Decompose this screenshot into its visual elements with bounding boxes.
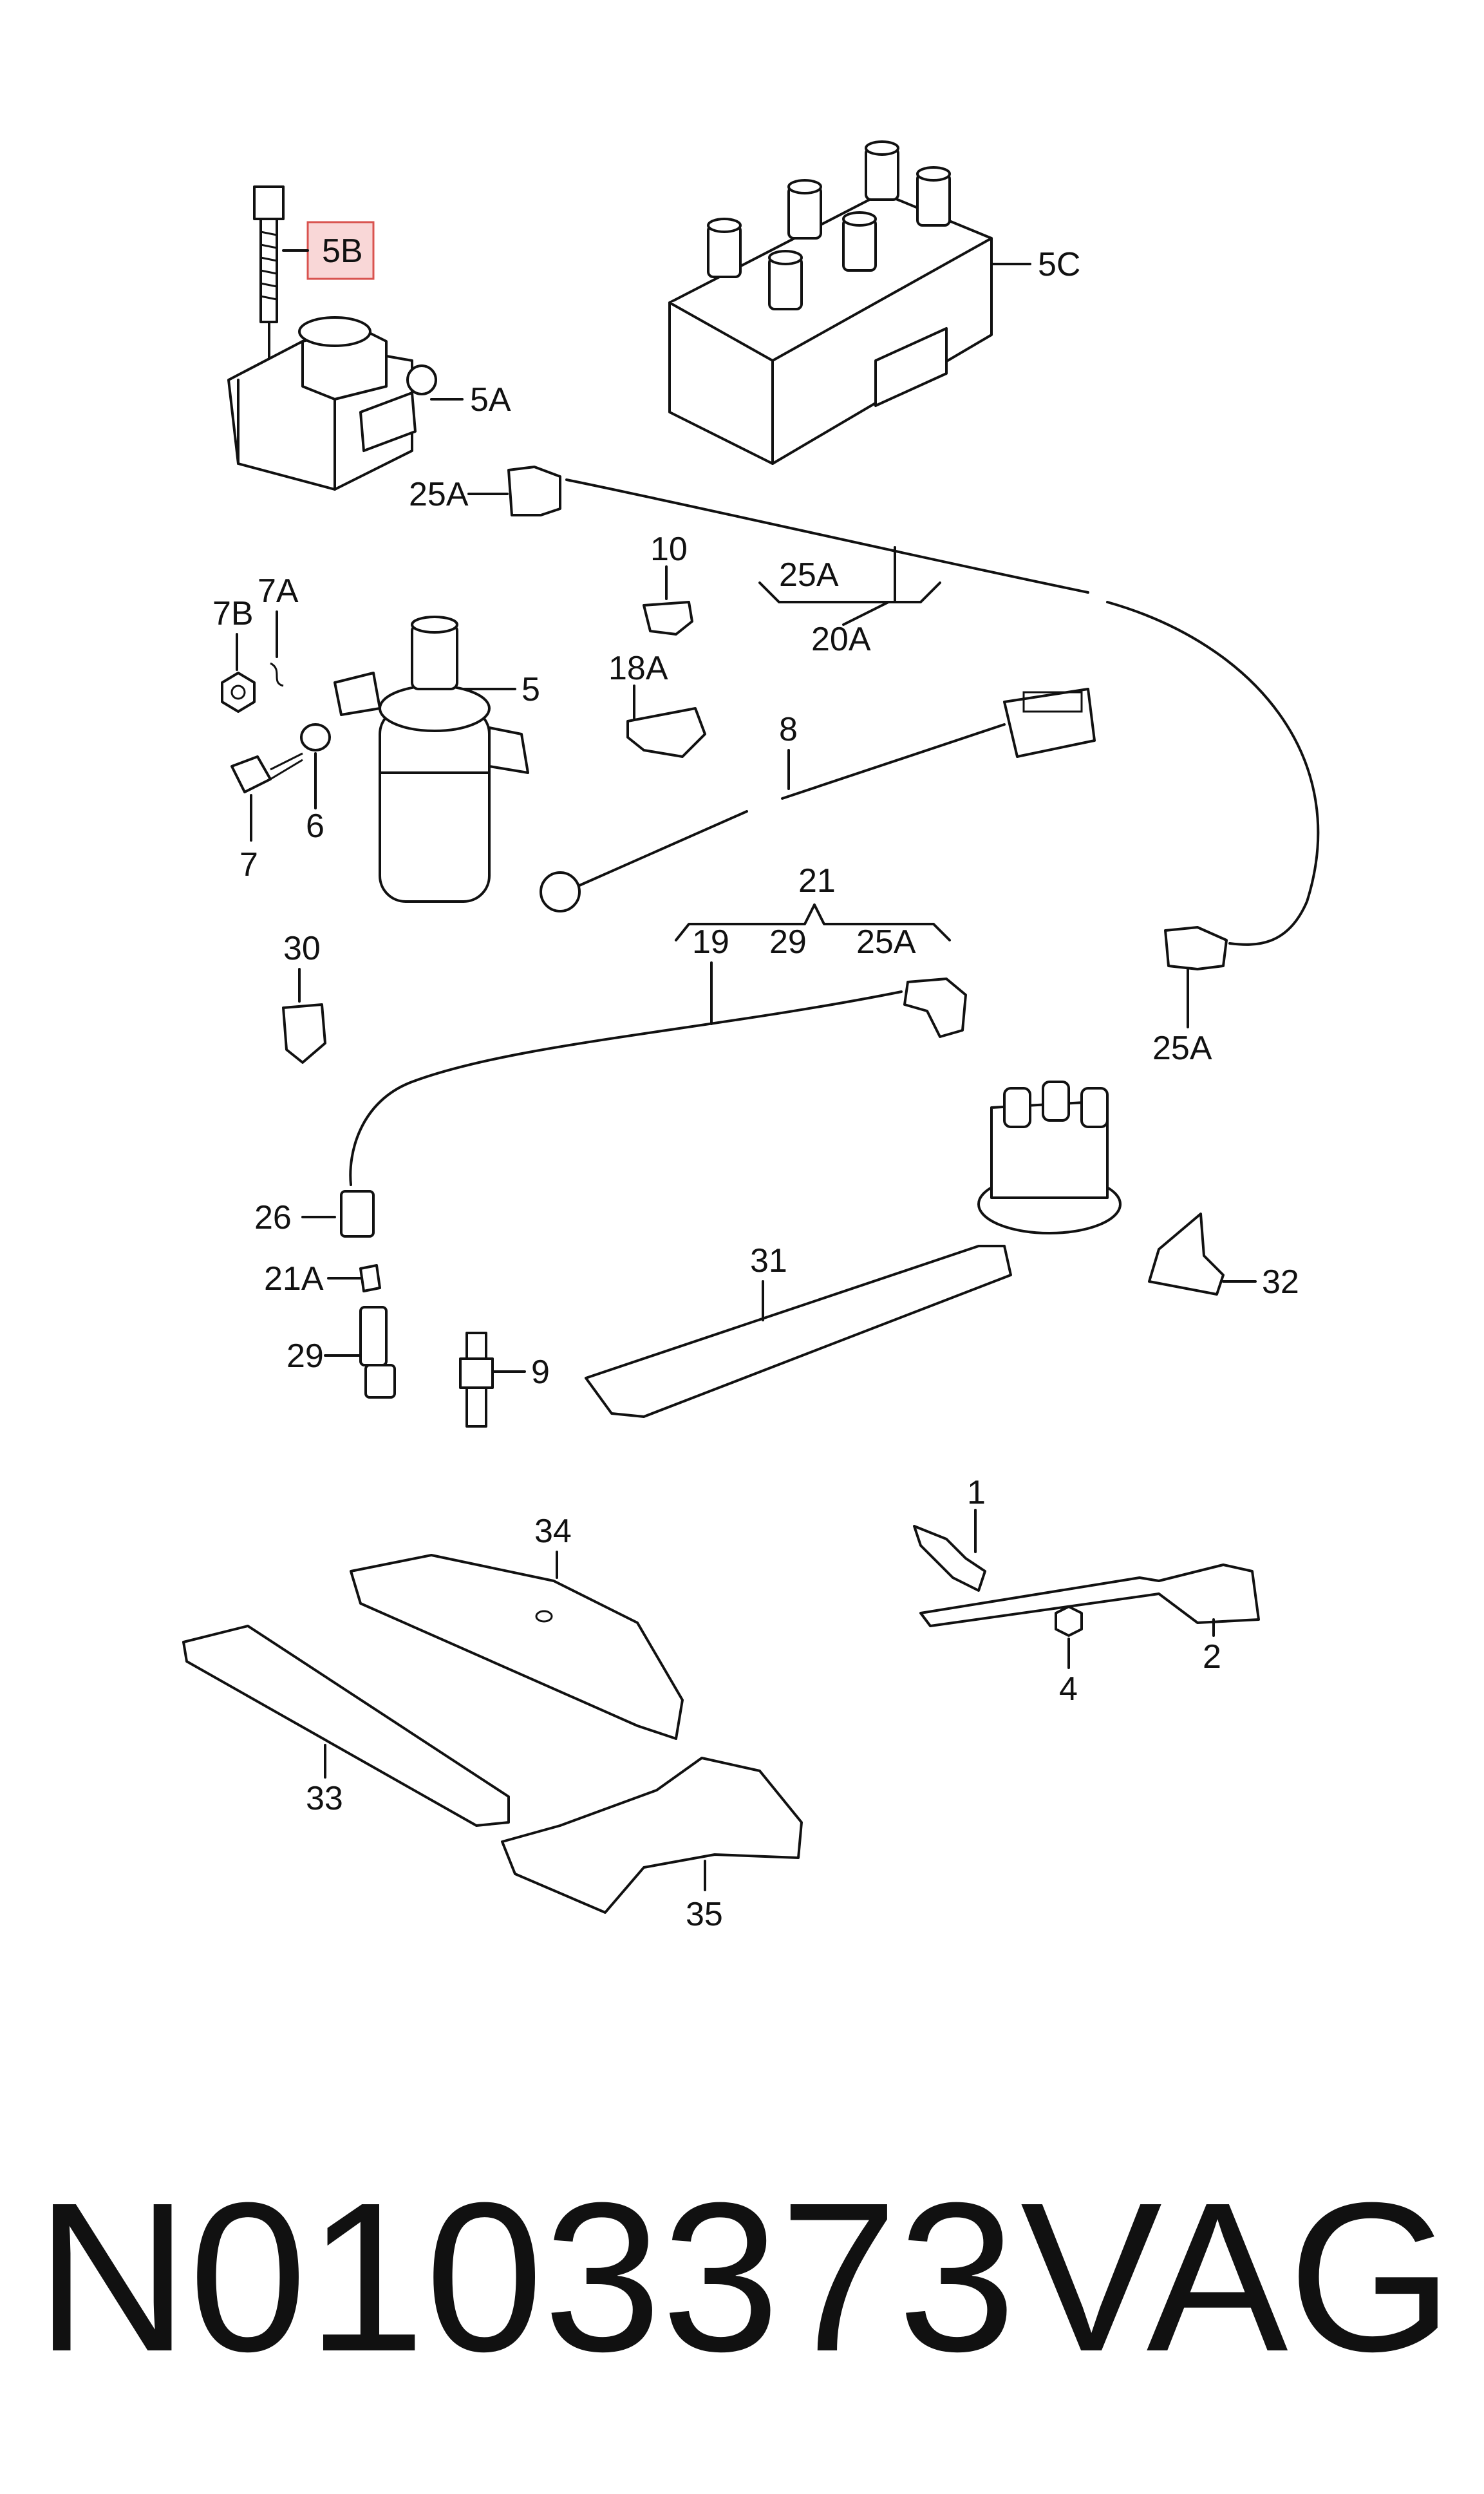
callout-25A-group21: 25A xyxy=(856,923,916,961)
callout-7: 7 xyxy=(240,846,258,883)
callout-29-group: 29 xyxy=(769,923,807,961)
callout-1: 1 xyxy=(967,1474,986,1511)
ignition-coil-5 xyxy=(333,616,529,903)
part-number: N0103373 xyxy=(35,2158,1016,2395)
highlight-5B[interactable] xyxy=(306,221,375,280)
bracket-20A xyxy=(758,546,941,626)
callout-5A: 5A xyxy=(470,381,511,419)
callout-29: 29 xyxy=(286,1337,324,1375)
callout-6: 6 xyxy=(306,808,324,845)
callout-7A: 7A xyxy=(258,572,299,610)
cover-35 xyxy=(501,1757,803,1914)
clip-30 xyxy=(282,1003,326,1064)
ignition-coil-5A xyxy=(227,316,437,491)
nut-4 xyxy=(1055,1605,1083,1637)
callout-5B: 5B xyxy=(322,232,363,270)
callout-20A: 20A xyxy=(811,621,871,658)
callout-4: 4 xyxy=(1059,1670,1078,1708)
holder-18A xyxy=(626,707,706,758)
sensor-lead-8 xyxy=(540,688,1096,912)
callout-19: 19 xyxy=(692,923,729,961)
sensor-1 xyxy=(913,1525,986,1592)
washer-7A xyxy=(270,662,284,687)
bracket-21 xyxy=(675,903,951,941)
distributor-cap xyxy=(977,1081,1122,1234)
callout-21: 21 xyxy=(798,862,836,900)
brand: VAG xyxy=(1020,2158,1453,2395)
rail-33 xyxy=(182,1625,510,1827)
bracket-2 xyxy=(919,1563,1260,1627)
ignition-lead-19 xyxy=(340,978,967,1238)
callout-25A-top: 25A xyxy=(409,476,469,513)
callout-30: 30 xyxy=(283,930,321,967)
connector-29 xyxy=(359,1306,396,1399)
callout-5: 5 xyxy=(521,671,540,708)
callout-10: 10 xyxy=(650,531,688,568)
nut-7B xyxy=(221,672,256,713)
callout-8: 8 xyxy=(779,711,798,748)
clip-10 xyxy=(643,601,693,636)
callout-31: 31 xyxy=(750,1242,787,1280)
callout-25A-right: 25A xyxy=(1152,1030,1212,1067)
callout-7B: 7B xyxy=(212,595,254,632)
bolt-5B xyxy=(253,185,285,388)
callout-2: 2 xyxy=(1203,1638,1221,1676)
cover-31 xyxy=(585,1245,1012,1418)
coil-pack-5C xyxy=(668,140,993,465)
callout-18A: 18A xyxy=(608,650,668,687)
callout-26: 26 xyxy=(254,1199,292,1236)
callout-32: 32 xyxy=(1262,1263,1299,1301)
callout-21A: 21A xyxy=(264,1260,324,1298)
clip-21A xyxy=(359,1264,381,1292)
callout-5C: 5C xyxy=(1038,246,1080,283)
callout-33: 33 xyxy=(306,1780,343,1817)
washer-6 xyxy=(300,723,331,751)
callout-35: 35 xyxy=(686,1896,723,1933)
callout-9: 9 xyxy=(531,1354,550,1391)
screw-7 xyxy=(230,752,303,793)
spark-plug-9 xyxy=(459,1332,494,1428)
ht-lead-25A xyxy=(507,466,1320,1028)
callout-25A-group: 25A xyxy=(779,556,839,594)
bracket-32 xyxy=(1148,1213,1225,1296)
cover-34 xyxy=(350,1554,684,1740)
callout-34: 34 xyxy=(534,1513,572,1550)
